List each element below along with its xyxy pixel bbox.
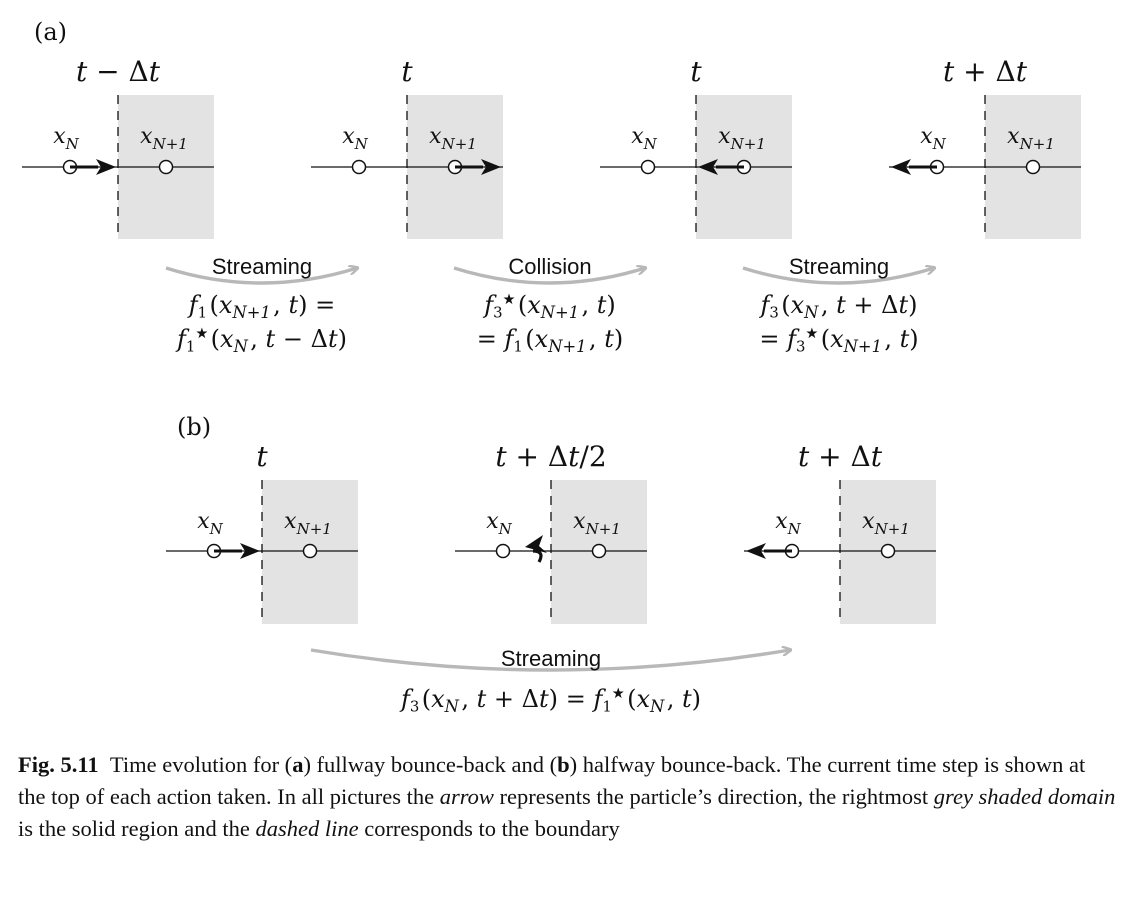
lattice-frame: t + Δt xN xN+1: [889, 55, 1081, 239]
direction-arrowhead: [698, 159, 718, 175]
lattice-frame: t xN xN+1: [600, 55, 792, 239]
direction-arrowhead: [240, 543, 260, 559]
lattice-frame: t xN xN+1: [311, 55, 503, 239]
lattice-frame: t + Δt xN xN+1: [744, 440, 936, 624]
direction-arrowhead: [481, 159, 501, 175]
direction-arrowhead: [891, 159, 911, 175]
panel-b-steps: Streaming f3 (xN , t + Δt) = f1★ (xN , t): [310, 646, 790, 716]
step-label: Collision: [508, 254, 591, 279]
node-label: xN: [53, 124, 79, 153]
step-label: Streaming: [212, 254, 312, 279]
time-label: t: [690, 55, 702, 88]
equation-line: f3 (xN , t + Δt) = f1★ (xN , t): [399, 685, 701, 716]
node-label: xN+1: [1007, 124, 1055, 153]
caption-emphasis: grey shaded domain: [933, 784, 1116, 809]
equation-line: = f1 (xN+1 , t): [477, 325, 623, 356]
lattice-node: [640, 159, 656, 175]
process-step: Streaming f3 (xN , t + Δt)= f3★ (xN+1 , t…: [742, 254, 934, 356]
caption-emphasis: arrow: [439, 784, 494, 809]
node-label: xN: [920, 124, 946, 153]
lattice-node: [880, 543, 896, 559]
caption-text: is the solid region and the: [18, 816, 256, 841]
time-label: t + Δt/2: [495, 440, 606, 473]
node-label: xN+1: [718, 124, 766, 153]
caption-text: ) halfway bounce-back. The current time …: [18, 752, 1086, 809]
time-label: t: [256, 440, 268, 473]
time-label: t + Δt: [798, 440, 883, 473]
panel-a-label: (a): [34, 18, 67, 46]
process-step: Streaming f1 (xN+1 , t) =f1★ (xN , t − Δt…: [165, 254, 357, 356]
step-label: Streaming: [789, 254, 889, 279]
time-label: t + Δt: [943, 55, 1028, 88]
node-label: xN: [631, 124, 657, 153]
node-label: xN+1: [140, 124, 188, 153]
node-label: xN+1: [862, 509, 910, 538]
direction-arrowhead: [96, 159, 116, 175]
caption-a: a: [292, 752, 304, 777]
lattice-node: [302, 543, 318, 559]
process-step: Streaming f3 (xN , t + Δt) = f1★ (xN , t): [310, 646, 790, 716]
panel-b-label: (b): [177, 413, 211, 441]
lattice-node: [591, 543, 607, 559]
step-arrow: [165, 268, 357, 285]
node-label: xN+1: [429, 124, 477, 153]
caption-text: corresponds to the boundary: [358, 816, 620, 841]
caption-text: represents the particle’s direction, the…: [493, 784, 934, 809]
lattice-frame: t xN xN+1: [166, 440, 358, 624]
figure-label: Fig. 5.11: [18, 752, 99, 777]
step-label: Streaming: [501, 646, 601, 671]
node-label: xN+1: [573, 509, 621, 538]
reversal-arrow: [532, 549, 543, 563]
direction-arrowhead: [746, 543, 766, 559]
panel-a-steps: Streaming f1 (xN+1 , t) =f1★ (xN , t − Δt…: [165, 254, 934, 356]
panel-a-frames: t − Δt xN xN+1 t xN xN+1 t xN xN+1 t + Δt xN xN+1: [22, 55, 1081, 239]
step-arrow: [742, 268, 934, 285]
node-label: xN: [486, 509, 512, 538]
lattice-frame: t + Δt/2 xN xN+1: [455, 440, 647, 624]
time-label: t: [401, 55, 413, 88]
caption-b: b: [557, 752, 570, 777]
lattice-node: [1025, 159, 1041, 175]
equation-line: = f3★ (xN+1 , t): [759, 325, 918, 356]
lattice-node: [351, 159, 367, 175]
step-arrow: [453, 268, 645, 285]
figure-caption: Fig. 5.11 Time evolution for (a) fullway…: [18, 749, 1118, 845]
equation-line: f1 (xN+1 , t) =: [187, 291, 335, 322]
equation-line: f1★ (xN , t − Δt): [175, 325, 347, 356]
equation-line: f3 (xN , t + Δt): [758, 291, 917, 322]
step-arrow: [310, 650, 790, 672]
node-label: xN: [342, 124, 368, 153]
node-label: xN: [775, 509, 801, 538]
equation-line: f3★ (xN+1 , t): [482, 291, 616, 322]
caption-text: Time evolution for (: [109, 752, 293, 777]
lattice-node: [495, 543, 511, 559]
panel-b-frames: t xN xN+1 t + Δt/2 xN xN+1 t + Δt xN xN+1: [166, 440, 936, 624]
node-label: xN: [197, 509, 223, 538]
process-step: Collision f3★ (xN+1 , t)= f1 (xN+1 , t): [453, 254, 645, 356]
time-label: t − Δt: [76, 55, 161, 88]
reversal-arrowhead: [525, 535, 547, 553]
lattice-frame: t − Δt xN xN+1: [22, 55, 214, 239]
caption-text: ) fullway bounce-back and (: [303, 752, 558, 777]
node-label: xN+1: [284, 509, 332, 538]
caption-emphasis: dashed line: [255, 816, 359, 841]
lattice-node: [158, 159, 174, 175]
